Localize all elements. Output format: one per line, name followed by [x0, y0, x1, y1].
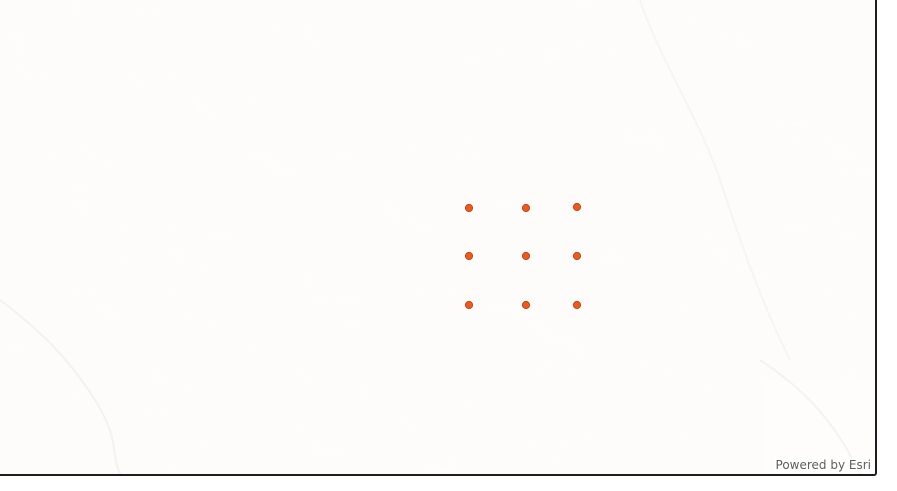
map-point-marker[interactable] [521, 251, 531, 261]
map-point-marker[interactable] [464, 251, 474, 261]
hillshade-basemap [0, 0, 875, 474]
map-point-marker[interactable] [464, 203, 474, 213]
map-view[interactable]: Powered by Esri [0, 0, 877, 476]
map-point-marker[interactable] [521, 300, 531, 310]
map-point-marker[interactable] [464, 300, 474, 310]
map-point-marker[interactable] [521, 203, 531, 213]
map-point-marker[interactable] [572, 202, 582, 212]
map-point-marker[interactable] [572, 251, 582, 261]
attribution-text[interactable]: Powered by Esri [773, 457, 873, 473]
map-point-marker[interactable] [572, 300, 582, 310]
points-layer [464, 202, 582, 310]
